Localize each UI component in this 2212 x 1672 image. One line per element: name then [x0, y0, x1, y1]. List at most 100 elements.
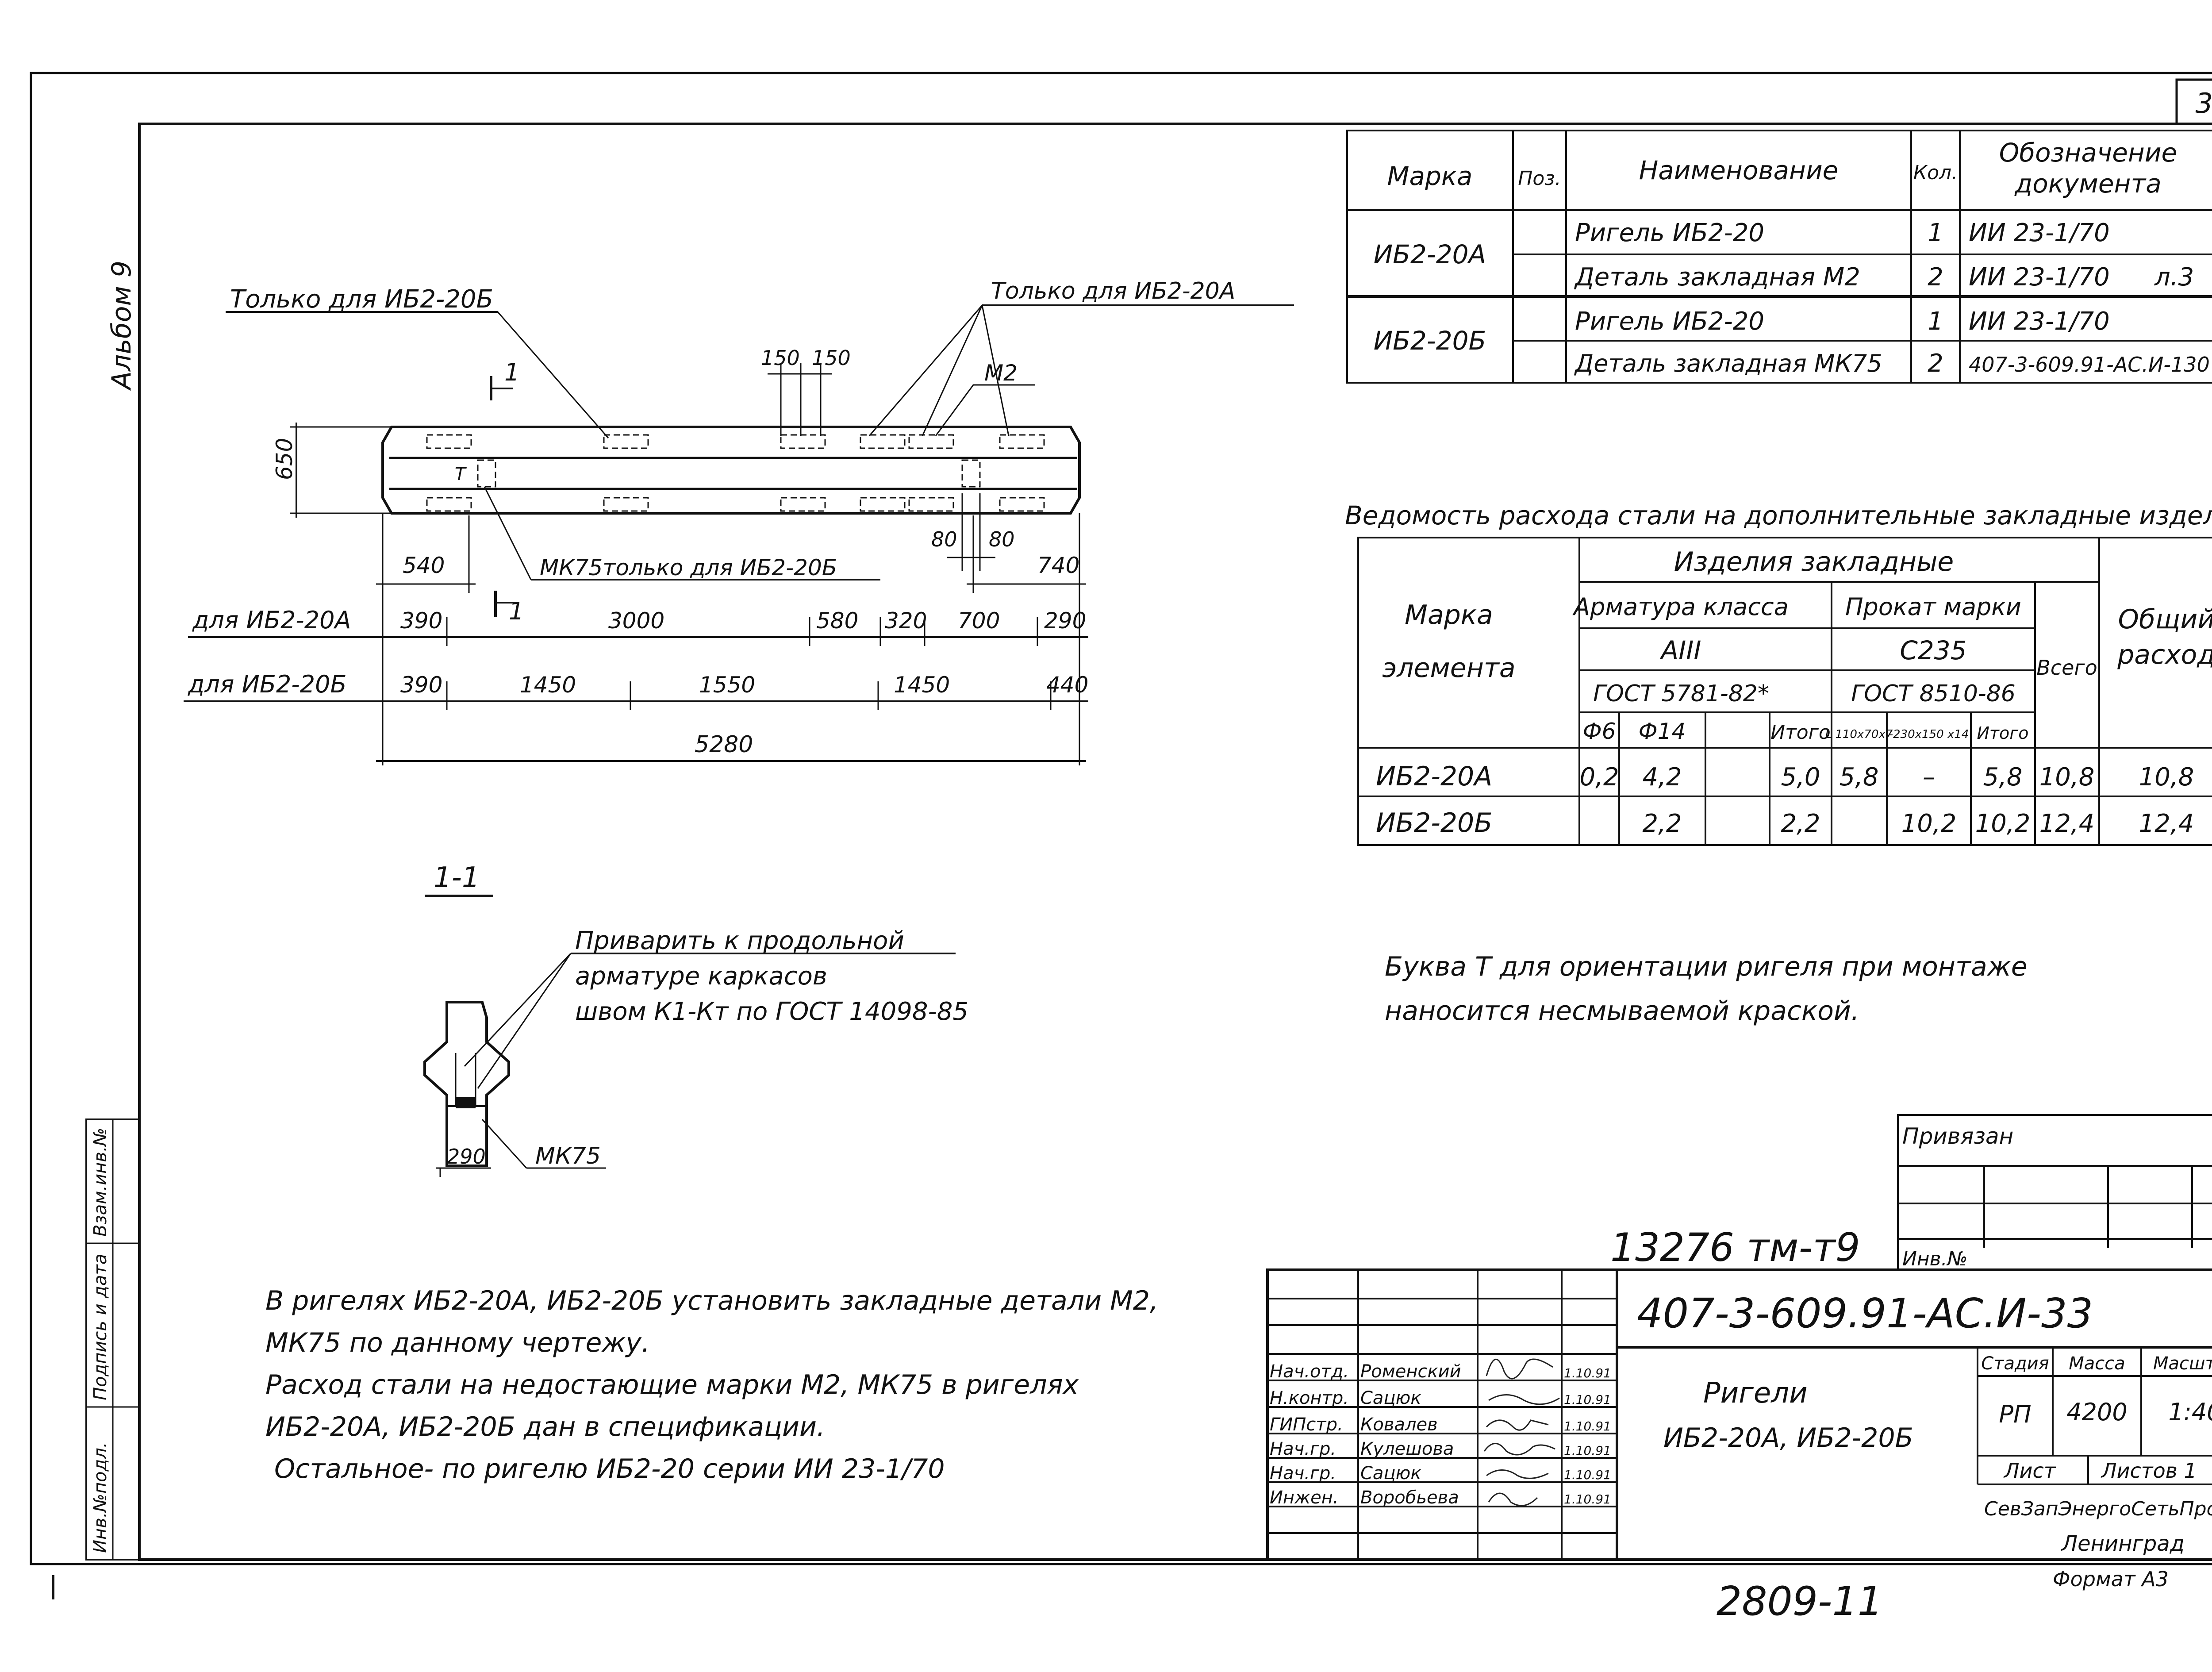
- row-b-label: для ИБ2-20Б: [188, 670, 347, 698]
- row-a-3000: 3000: [608, 608, 664, 634]
- steel-h-rebar: Арматура класса: [1572, 593, 1789, 621]
- handwritten-number: 13276 тм-т9: [1610, 1225, 1860, 1270]
- steel-row-b-itogo2: 10,2: [1975, 809, 2031, 838]
- label-m2: М2: [984, 360, 1018, 386]
- title-block: [1266, 1268, 2212, 1561]
- signer-name-2: Ковалев: [1360, 1414, 1438, 1435]
- orientation-note-2: наносится несмываемой краской.: [1385, 996, 1859, 1026]
- steel-row-a-plate: –: [1923, 763, 1935, 792]
- section-title: 1-1: [434, 861, 480, 894]
- signer-name-1: Сацюк: [1360, 1388, 1421, 1408]
- album-label: Альбом 9: [106, 261, 137, 391]
- dim-80b: 80: [989, 527, 1015, 551]
- privyazan-label: Привязан: [1902, 1123, 2013, 1149]
- signer-role-3: Нач.гр.: [1270, 1439, 1336, 1459]
- steel-h-mark1: Марка: [1405, 600, 1493, 630]
- row-a-290: 290: [1044, 608, 1086, 634]
- spec-doc-3: 407-3-609.91-АС.И-130: [1969, 353, 2210, 377]
- spec-doc-1: ИИ 23-1/70: [1969, 263, 2110, 292]
- stamp-scale: 1:40: [2168, 1398, 2212, 1426]
- spec-name-3: Деталь закладная МК75: [1574, 350, 1882, 377]
- row-a-label: для ИБ2-20А: [192, 606, 351, 634]
- row-a-580: 580: [816, 608, 858, 634]
- signer-name-4: Сацюк: [1360, 1463, 1421, 1484]
- spec-qty-2: 1: [1928, 307, 1943, 336]
- main-note-4: Остальное- по ригелю ИБ2-20 серии ИИ 23-…: [274, 1453, 945, 1484]
- dim-740: 740: [1037, 553, 1079, 578]
- stamp-sheet-h: Лист: [2003, 1459, 2056, 1483]
- steel-h-common2: расход: [2117, 639, 2212, 670]
- steel-sub-itogo2: Итого: [1977, 723, 2028, 743]
- steel-h-total: Всего: [2036, 656, 2097, 680]
- section-1-1: 1-1 Приварить к продольной арматуре карк…: [423, 861, 968, 1177]
- steel-h-rolled-grade: С235: [1900, 635, 1966, 665]
- stamp-scale-h: Масштаб: [2153, 1353, 2212, 1374]
- stamp-mass-h: Масса: [2069, 1353, 2125, 1374]
- spec-qty-1: 2: [1928, 263, 1943, 292]
- outer-frame: [30, 72, 2212, 1565]
- signer-date-4: 1.10.91: [1564, 1468, 1611, 1482]
- spec-table: [1346, 130, 2212, 384]
- spec-h-mark: Марка: [1387, 161, 1473, 191]
- main-note-2: Расход стали на недостающие марки М2, МК…: [265, 1369, 1079, 1400]
- signer-role-0: Нач.отд.: [1270, 1361, 1349, 1382]
- row-a-320: 320: [885, 608, 927, 634]
- signer-date-5: 1.10.91: [1564, 1492, 1611, 1507]
- stamp-title-2: ИБ2-20А, ИБ2-20Б: [1663, 1422, 1913, 1453]
- steel-table: [1357, 537, 2212, 846]
- dim-540: 540: [403, 553, 445, 578]
- steel-sub-angle: L 110x70x7: [1825, 728, 1893, 741]
- dim-80a: 80: [931, 527, 957, 551]
- steel-sub-itogo1: Итого: [1770, 721, 1831, 744]
- main-note-3: ИБ2-20А, ИБ2-20Б дан в спецификации.: [265, 1411, 825, 1442]
- steel-h-rebar-gost: ГОСТ 5781-82*: [1593, 680, 1769, 707]
- spec-name-2: Ригель ИБ2-20: [1575, 307, 1764, 336]
- steel-row-a-f6: 0,2: [1579, 763, 1619, 792]
- steel-row-b-total: 12,4: [2039, 809, 2095, 838]
- spec-mark-a: ИБ2-20А: [1374, 239, 1486, 269]
- signer-name-0: Роменский: [1360, 1361, 1461, 1382]
- steel-h-rolled-gost: ГОСТ 8510-86: [1851, 680, 2016, 707]
- row-b-440: 440: [1046, 672, 1088, 698]
- row-b-1550: 1550: [699, 672, 755, 698]
- spec-name-0: Ригель ИБ2-20: [1575, 219, 1764, 247]
- row-b-1450b: 1450: [894, 672, 950, 698]
- steel-h-rolled: Прокат марки: [1845, 593, 2021, 621]
- steel-h-rebar-class: АIII: [1659, 635, 1701, 665]
- note-mk75-only-b: МК75только для ИБ2-20Б: [540, 555, 837, 580]
- page-number: 38: [2196, 87, 2212, 119]
- main-note-0: В ригелях ИБ2-20А, ИБ2-20Б установить за…: [265, 1285, 1158, 1316]
- signer-date-1: 1.10.91: [1564, 1392, 1611, 1407]
- stamp-stage-h: Стадия: [1981, 1353, 2049, 1374]
- orientation-note-1: Буква Т для ориентации ригеля при монтаж…: [1385, 951, 2028, 982]
- steel-table-title: Ведомость расхода стали на дополнительны…: [1345, 500, 2212, 530]
- steel-sub-f14: Ф14: [1639, 719, 1686, 744]
- row-a-390: 390: [400, 608, 442, 634]
- spec-name-1: Деталь закладная М2: [1574, 263, 1860, 292]
- steel-sub-plate: -230x150 x14: [1889, 728, 1969, 741]
- signature-date-label: Подпись и дата: [90, 1254, 111, 1400]
- stamp-sheets-h: Листов 1: [2101, 1459, 2197, 1483]
- signer-role-2: ГИПстр.: [1270, 1414, 1343, 1435]
- steel-row-a-mark: ИБ2-20А: [1376, 761, 1492, 792]
- signer-date-2: 1.10.91: [1564, 1419, 1611, 1434]
- note-only-a: Только для ИБ2-20А: [991, 278, 1235, 304]
- steel-row-b-plate: 10,2: [1901, 809, 1957, 838]
- section-note-1: Приварить к продольной: [575, 926, 904, 955]
- beam-elevation: Т 650 1 1 150 150 Только для ИБ2-20Б Тол…: [184, 278, 1294, 765]
- stamp-code: 407-3-609.91-АС.И-33: [1637, 1290, 2093, 1337]
- steel-row-b-common: 12,4: [2139, 809, 2194, 838]
- steel-sub-f6: Ф6: [1583, 719, 1616, 744]
- inv-no-label: Инв.№: [1902, 1248, 1967, 1270]
- row-b-1450a: 1450: [520, 672, 576, 698]
- inner-frame: [138, 123, 2212, 1561]
- dim-150a: 150: [761, 346, 800, 370]
- note-only-b: Только для ИБ2-20Б: [230, 285, 493, 314]
- signer-role-1: Н.контр.: [1270, 1388, 1349, 1408]
- steel-h-common1: Общий: [2118, 604, 2212, 635]
- spec-doc-0: ИИ 23-1/70: [1969, 219, 2110, 247]
- section-mark-bottom: 1: [509, 597, 524, 625]
- spec-h-doc2: документа: [2014, 169, 2162, 199]
- spec-h-name: Наименование: [1639, 155, 1839, 185]
- signer-role-5: Инжен.: [1270, 1488, 1339, 1508]
